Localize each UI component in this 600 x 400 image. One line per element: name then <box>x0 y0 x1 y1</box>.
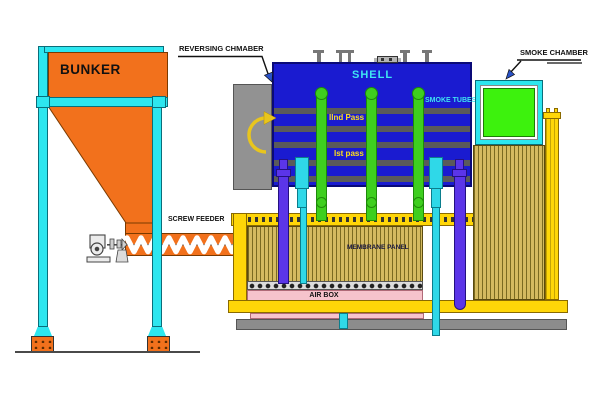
downcomer-cyan-lower <box>300 207 307 284</box>
air-box-label: AIR BOX <box>309 292 339 299</box>
rear-column <box>545 118 559 300</box>
vent-fitting <box>313 50 324 53</box>
bunker-cross-band <box>36 97 168 107</box>
riser-tube-joint <box>316 197 327 208</box>
valve-box-tab <box>398 58 401 62</box>
smoke-chamber-leader-line <box>508 60 522 75</box>
furnace-bottom-bar <box>228 300 568 313</box>
smoke-tubes-label: SMOKE TUBES <box>425 97 477 104</box>
valve-box-tab <box>374 58 377 62</box>
vent-fitting-stem <box>317 52 321 62</box>
stand-fitting-leg <box>339 53 342 62</box>
grate <box>247 281 423 290</box>
bunker-box <box>48 52 168 98</box>
smoke-chamber-window <box>483 88 535 137</box>
vent-fitting <box>400 50 410 53</box>
riser-tube-top <box>315 87 328 100</box>
hopper-funnel <box>47 105 158 224</box>
valve-box-fitting <box>377 56 398 63</box>
vent-fitting-stem <box>425 52 429 62</box>
smoke-chamber-arrowhead <box>505 68 516 80</box>
smoke-chamber-label: SMOKE CHAMBER <box>520 48 588 57</box>
first-pass-label: Ist pass <box>334 149 364 158</box>
downcomer-purple <box>278 176 289 284</box>
right-foundation-block <box>147 336 170 352</box>
vent-fitting-stem <box>403 52 407 62</box>
downcomer-purple <box>454 176 466 310</box>
cross-band-right-joint <box>152 96 166 108</box>
riser-tube-joint <box>413 197 424 208</box>
riser-tube-top <box>412 87 425 100</box>
downcomer-cyan-mid <box>297 188 307 208</box>
bunker-left-leg <box>38 46 48 327</box>
reversing-chamber-label: REVERSING CHMABER <box>179 44 264 53</box>
rear-tube-bank <box>473 145 545 300</box>
rear-column-cap <box>543 112 561 119</box>
downcomer-cyan-lower <box>432 207 440 336</box>
membrane-panel <box>247 226 423 282</box>
stand-fitting-bar <box>336 50 354 53</box>
downcomer-cyan-mid <box>431 188 441 208</box>
riser-tube-joint <box>366 197 377 208</box>
stand-fitting-leg <box>348 53 351 62</box>
bunker-label: BUNKER <box>60 62 121 77</box>
reversing-chamber <box>233 84 272 190</box>
screw-feeder-trough <box>125 233 245 256</box>
valve-box-mark <box>389 58 392 61</box>
rear-column-tab <box>546 108 550 113</box>
cross-band-left-joint <box>36 96 50 108</box>
drain-stub <box>339 313 348 329</box>
rear-column-tab <box>554 108 558 113</box>
riser-tube-top <box>365 87 378 100</box>
left-leg-flare <box>34 327 52 336</box>
downcomer-cyan-upper <box>429 157 443 189</box>
feeder-motor <box>86 234 129 263</box>
vent-fitting <box>422 50 432 53</box>
shell-label: SHELL <box>352 69 394 81</box>
membrane-panel-label: MEMBRANE PANEL <box>347 244 409 251</box>
furnace-left-wall <box>233 213 247 313</box>
reversing-leader-line <box>178 55 271 79</box>
left-foundation-block <box>31 336 54 352</box>
screw-feeder-label: SCREW FEEDER <box>168 216 225 223</box>
lower-pink-strip <box>250 313 424 319</box>
foundation-base <box>236 319 567 330</box>
second-pass-label: IInd Pass <box>329 113 365 122</box>
right-leg-flare <box>148 327 166 336</box>
valve-box-mark <box>381 58 384 61</box>
downcomer-cyan-upper <box>295 157 309 189</box>
header-tube-ends <box>234 217 475 222</box>
ground-line <box>15 351 200 353</box>
